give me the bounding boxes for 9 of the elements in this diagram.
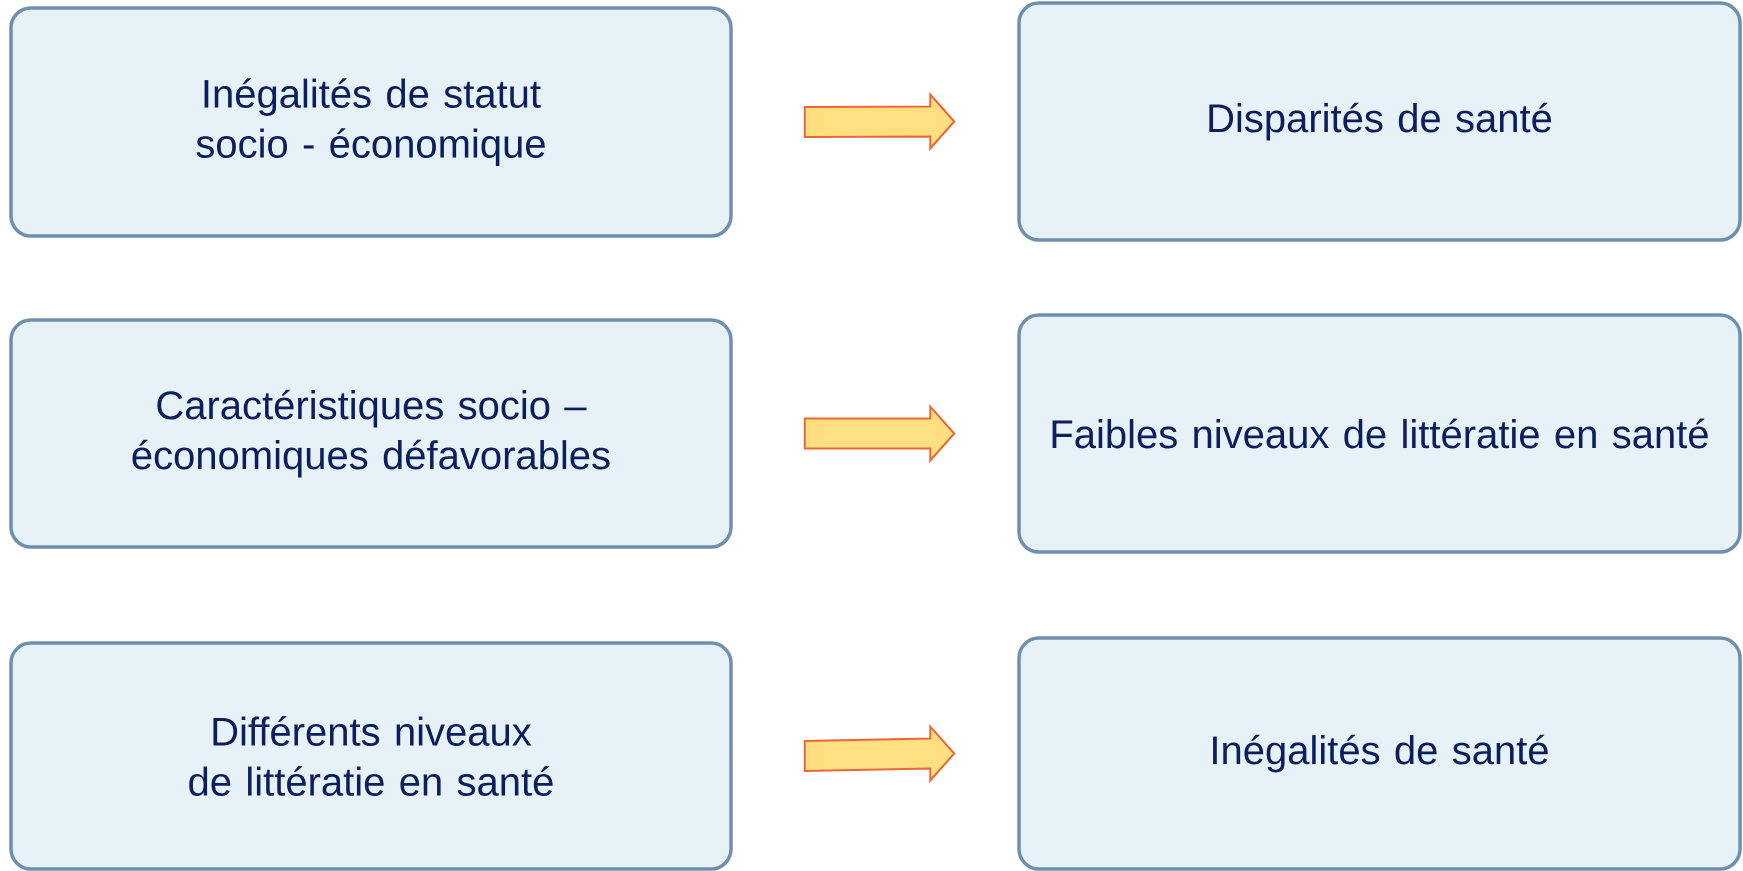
text-box: Disparités de santé: [1017, 1, 1742, 242]
text-box: Inégalités de statut socio - économique: [9, 6, 733, 238]
text-box: Faibles niveaux de littératie en santé: [1017, 313, 1742, 554]
block-arrow: [803, 723, 956, 784]
text-box: Inégalités de santé: [1017, 636, 1742, 871]
text-box: Caractéristiques socio – économiques défavorables: [9, 318, 733, 549]
block-arrow: [803, 403, 956, 464]
block-arrow: [803, 91, 956, 152]
text-box: Différents niveaux de littératie en santé: [9, 641, 733, 871]
